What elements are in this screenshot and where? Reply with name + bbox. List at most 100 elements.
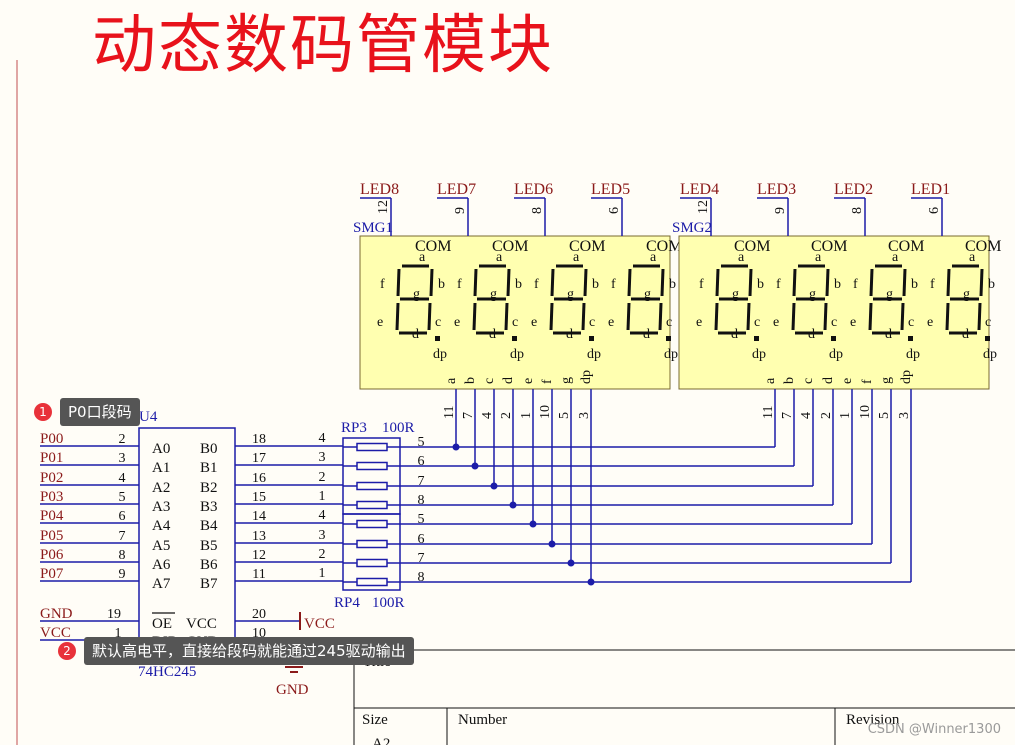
junction-1 bbox=[471, 462, 479, 470]
led-label-3: LED6 bbox=[514, 181, 553, 198]
seg-pin-1-5: 10 bbox=[858, 405, 873, 419]
digit-7-com: COM bbox=[888, 238, 924, 255]
res-rnum-5: 6 bbox=[418, 532, 425, 547]
digit-1-seg-5 bbox=[396, 268, 401, 297]
chip-part: 74HC245 bbox=[138, 664, 196, 680]
tb-size: Size bbox=[362, 712, 388, 728]
digit-2-e: e bbox=[454, 315, 460, 330]
digit-8-g: g bbox=[963, 287, 970, 302]
digit-8-dot bbox=[985, 336, 990, 341]
digit-3-seg-1 bbox=[583, 268, 588, 297]
digit-6-dot bbox=[831, 336, 836, 341]
res-rnum-4: 5 bbox=[418, 512, 425, 527]
res-rnum-0: 5 bbox=[418, 435, 425, 450]
seg-label-0-6: g bbox=[559, 377, 574, 384]
digit-5-seg-4 bbox=[714, 302, 719, 331]
led-pin-5: 12 bbox=[696, 200, 711, 214]
digit-4-dot bbox=[666, 336, 671, 341]
gnd-net: GND bbox=[40, 606, 73, 622]
seg-label-0-4: e bbox=[521, 378, 536, 384]
digit-7-g: g bbox=[886, 287, 893, 302]
digit-3-seg-5 bbox=[550, 268, 555, 297]
digit-2-b: b bbox=[515, 277, 522, 292]
digit-2-dp: dp bbox=[510, 347, 524, 362]
module-2-name: SMG2 bbox=[672, 220, 712, 236]
junction-4 bbox=[529, 520, 537, 528]
seg-label-1-0: a bbox=[763, 377, 778, 384]
annotation-1-number: 1 bbox=[34, 403, 52, 421]
digit-6-e: e bbox=[773, 315, 779, 330]
digit-4-f: f bbox=[611, 277, 616, 292]
digit-7-seg-2 bbox=[900, 302, 905, 331]
resistor-2 bbox=[356, 481, 388, 491]
seg-label-0-0: a bbox=[444, 377, 459, 384]
digit-1-b: b bbox=[438, 277, 445, 292]
annotation-2: 2 默认高电平，直接给段码就能通过245驱动输出 bbox=[58, 637, 414, 665]
digit-1-c: c bbox=[435, 315, 441, 330]
seg-pin-0-0: 11 bbox=[442, 406, 457, 419]
digit-4-e: e bbox=[608, 315, 614, 330]
led-label-4: LED5 bbox=[591, 181, 630, 198]
digit-2-c: c bbox=[512, 315, 518, 330]
seg-pin-1-4: 1 bbox=[838, 412, 853, 419]
led-pin-6: 9 bbox=[773, 207, 788, 214]
watermark: CSDN @Winner1300 bbox=[867, 722, 1001, 737]
resistor-4 bbox=[356, 519, 388, 529]
seg-pin-1-2: 4 bbox=[799, 412, 814, 419]
rp4-label: RP4 bbox=[334, 595, 360, 611]
chip-b-1: B1 bbox=[200, 460, 218, 476]
res-lnum-4: 4 bbox=[319, 508, 326, 523]
seg-label-1-7: dp bbox=[899, 370, 914, 384]
seg-label-1-3: d bbox=[821, 377, 836, 384]
seg-label-0-7: dp bbox=[579, 370, 594, 384]
led-pin-3: 8 bbox=[530, 207, 545, 214]
seg-label-1-5: f bbox=[860, 379, 875, 384]
digit-6-b: b bbox=[834, 277, 841, 292]
digit-3-a: a bbox=[573, 250, 580, 265]
page-title: 动态数码管模块 bbox=[92, 9, 554, 83]
seg-pin-0-1: 7 bbox=[461, 412, 476, 419]
digit-1-e: e bbox=[377, 315, 383, 330]
seg-label-1-1: b bbox=[782, 377, 797, 384]
chip-rnum-3: 15 bbox=[252, 490, 266, 505]
digit-3-com: COM bbox=[569, 238, 605, 255]
seg-label-0-3: d bbox=[501, 377, 516, 384]
digit-8-com: COM bbox=[965, 238, 1001, 255]
digit-7-seg-5 bbox=[869, 268, 874, 297]
digit-5-b: b bbox=[757, 277, 764, 292]
seg-pin-1-6: 5 bbox=[877, 412, 892, 419]
digit-3-seg-4 bbox=[549, 302, 554, 331]
seg-pin-0-6: 5 bbox=[557, 412, 572, 419]
chip-lnum-7: 9 bbox=[119, 567, 126, 582]
digit-3-d: d bbox=[566, 327, 573, 342]
digit-7-dot bbox=[908, 336, 913, 341]
digit-5-seg-5 bbox=[715, 268, 720, 297]
seg-label-0-2: c bbox=[482, 378, 497, 384]
module-2-body bbox=[678, 235, 990, 390]
seg-pin-0-3: 2 bbox=[499, 412, 514, 419]
digit-2-g: g bbox=[490, 287, 497, 302]
chip-b-5: B5 bbox=[200, 538, 218, 554]
seg-pin-0-5: 10 bbox=[538, 405, 553, 419]
led-pin-8: 6 bbox=[927, 207, 942, 214]
digit-2-seg-1 bbox=[506, 268, 511, 297]
digit-4-g: g bbox=[644, 287, 651, 302]
digit-8-f: f bbox=[930, 277, 935, 292]
digit-4-seg-1 bbox=[660, 268, 665, 297]
digit-8-d: d bbox=[962, 327, 969, 342]
chip-b-7: B7 bbox=[200, 576, 218, 592]
digit-6-dp: dp bbox=[829, 347, 843, 362]
chip-ref: U4 bbox=[139, 409, 158, 425]
annotation-2-number: 2 bbox=[58, 642, 76, 660]
digit-7-f: f bbox=[853, 277, 858, 292]
digit-5-c: c bbox=[754, 315, 760, 330]
tb-number: Number bbox=[458, 712, 507, 728]
digit-7-seg-1 bbox=[902, 268, 907, 297]
digit-3-f: f bbox=[534, 277, 539, 292]
digit-6-seg-4 bbox=[791, 302, 796, 331]
chip-rnum-4: 14 bbox=[252, 509, 266, 524]
junction-6 bbox=[567, 559, 575, 567]
digit-4-com: COM bbox=[646, 238, 682, 255]
chip-lnum-1: 3 bbox=[119, 451, 126, 466]
seg-pin-1-3: 2 bbox=[819, 412, 834, 419]
